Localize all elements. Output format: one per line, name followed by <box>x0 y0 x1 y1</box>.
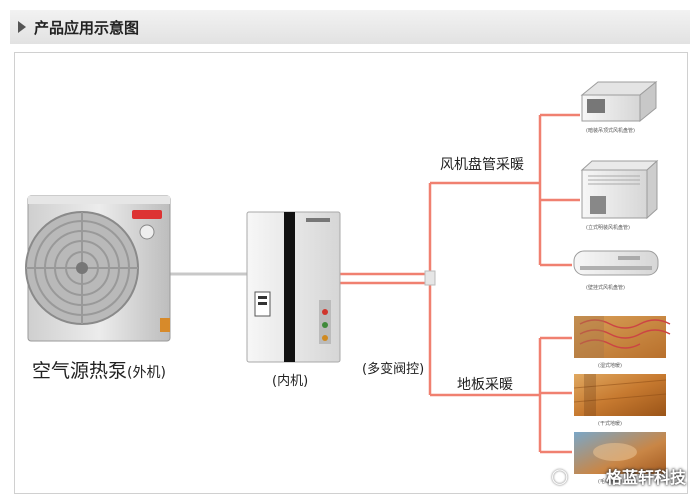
fan-coil-caption-1: (暗装吊顶式风机盘管) <box>586 128 635 134</box>
fan-coil-heating-label: 风机盘管采暖 <box>440 157 524 173</box>
section-header: 产品应用示意图 <box>10 10 690 44</box>
fan-coil-caption-3: (壁挂式风机盘管) <box>586 285 625 291</box>
floor-caption-2: (干式地暖) <box>598 421 622 427</box>
fan-coil-caption-2: (立式明装风机盘管) <box>586 225 630 231</box>
floor-caption-3: (毛细管网) <box>598 479 622 485</box>
watermark: 格蓝轩科技 <box>605 468 686 487</box>
indoor-unit-image <box>246 211 341 363</box>
outdoor-unit-label: 空气源热泵(外机) <box>32 356 166 383</box>
wechat-icon: ◯ <box>551 467 568 485</box>
fan-coil-wall-image <box>573 250 659 276</box>
outdoor-unit-sub: (外机) <box>127 365 166 381</box>
pipe-lines <box>170 113 580 454</box>
valve-label: (多变阀控) <box>362 362 425 377</box>
fan-coil-floor-standing-image <box>580 159 659 220</box>
section-title: 产品应用示意图 <box>34 19 140 37</box>
outdoor-unit-name: 空气源热泵 <box>32 360 128 382</box>
triangle-marker-icon <box>18 21 26 33</box>
fan-coil-ceiling-image <box>580 80 658 123</box>
floor-caption-1: (湿式地暖) <box>598 363 622 369</box>
floor-heating-label: 地板采暖 <box>457 377 513 393</box>
indoor-unit-label: (内机) <box>272 374 309 389</box>
floor-heating-wet-image <box>574 316 671 358</box>
valve-junction <box>424 270 436 286</box>
floor-heating-dry-image <box>573 374 667 416</box>
outdoor-unit-image <box>25 195 171 342</box>
brand-badge <box>132 210 162 219</box>
floor-heating-capillary-image <box>574 432 666 474</box>
